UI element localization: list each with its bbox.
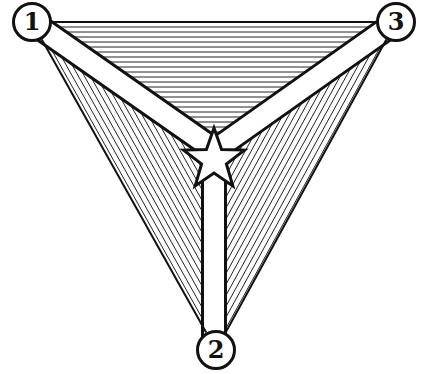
callout-number: 2 bbox=[208, 338, 225, 362]
number-circle: 3 bbox=[376, 2, 416, 42]
callout-number: 1 bbox=[24, 10, 41, 34]
number-circle: 2 bbox=[196, 330, 236, 370]
triangle-side bbox=[42, 39, 206, 332]
triangle-side bbox=[226, 40, 387, 333]
callout-number: 3 bbox=[388, 10, 405, 34]
number-circle: 1 bbox=[12, 2, 52, 42]
triangle-side bbox=[52, 21, 376, 23]
